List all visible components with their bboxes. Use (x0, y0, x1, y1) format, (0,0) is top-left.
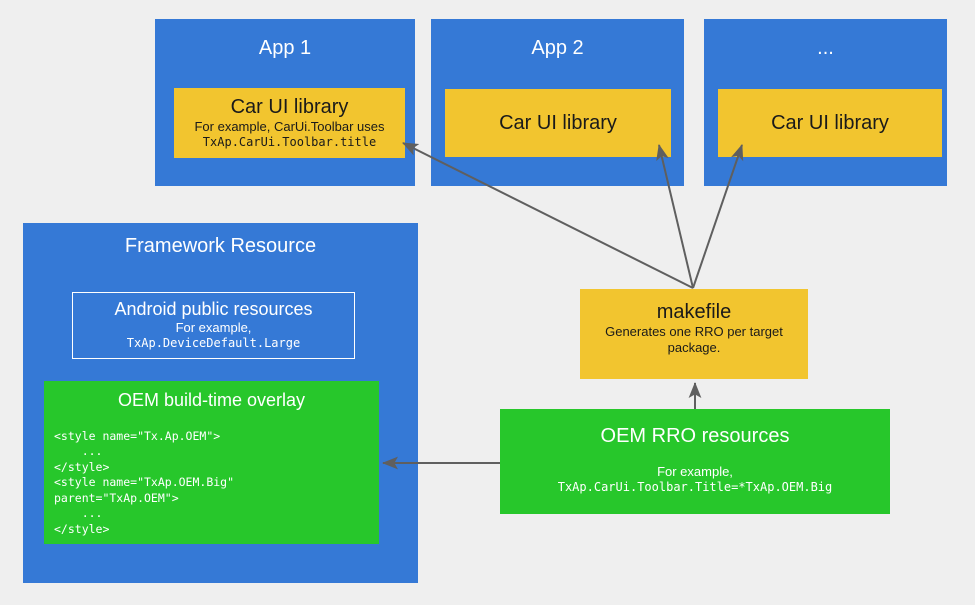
app1-car-ui-library: Car UI library For example, CarUi.Toolba… (174, 88, 405, 158)
app1-car-ui-library-sub: For example, CarUi.Toolbar uses (194, 119, 385, 134)
oem-build-time-overlay: OEM build-time overlay <style name="Tx.A… (44, 381, 379, 544)
app-card-3-header: ... (817, 37, 834, 59)
oem-rro-resources-title: OEM RRO resources (600, 425, 790, 447)
android-public-resources-title: Android public resources (114, 299, 313, 319)
android-public-resources-sub: For example, (175, 319, 252, 335)
android-public-resources: Android public resources For example, Tx… (72, 292, 355, 359)
app2-car-ui-library-title: Car UI library (499, 111, 617, 134)
app1-car-ui-library-title: Car UI library (230, 96, 349, 118)
makefile-sub-line2: package. (667, 340, 721, 356)
makefile-sub-line1: Generates one RRO per target (605, 324, 783, 339)
makefile-box: makefile Generates one RRO per target pa… (580, 289, 808, 379)
app-card-2-header: App 2 (531, 37, 584, 59)
app3-car-ui-library-title: Car UI library (771, 111, 889, 134)
android-public-resources-code: TxAp.DeviceDefault.Large (126, 335, 301, 350)
framework-resource-header: Framework Resource (124, 235, 317, 257)
app3-car-ui-library: Car UI library (718, 89, 942, 157)
app1-car-ui-library-code: TxAp.CarUi.Toolbar.title (202, 135, 377, 150)
oem-build-time-overlay-title: OEM build-time overlay (117, 390, 306, 410)
app2-car-ui-library: Car UI library (445, 89, 671, 157)
oem-build-time-overlay-code: <style name="Tx.Ap.OEM"> ... </style> <s… (54, 428, 235, 536)
oem-rro-resources-code: TxAp.CarUi.Toolbar.Title=*TxAp.OEM.Big (557, 480, 833, 495)
oem-rro-resources-sub: For example, (657, 464, 733, 479)
makefile-title: makefile (656, 301, 732, 323)
app-card-1-header: App 1 (258, 37, 312, 59)
oem-rro-resources: OEM RRO resources For example, TxAp.CarU… (500, 409, 890, 514)
